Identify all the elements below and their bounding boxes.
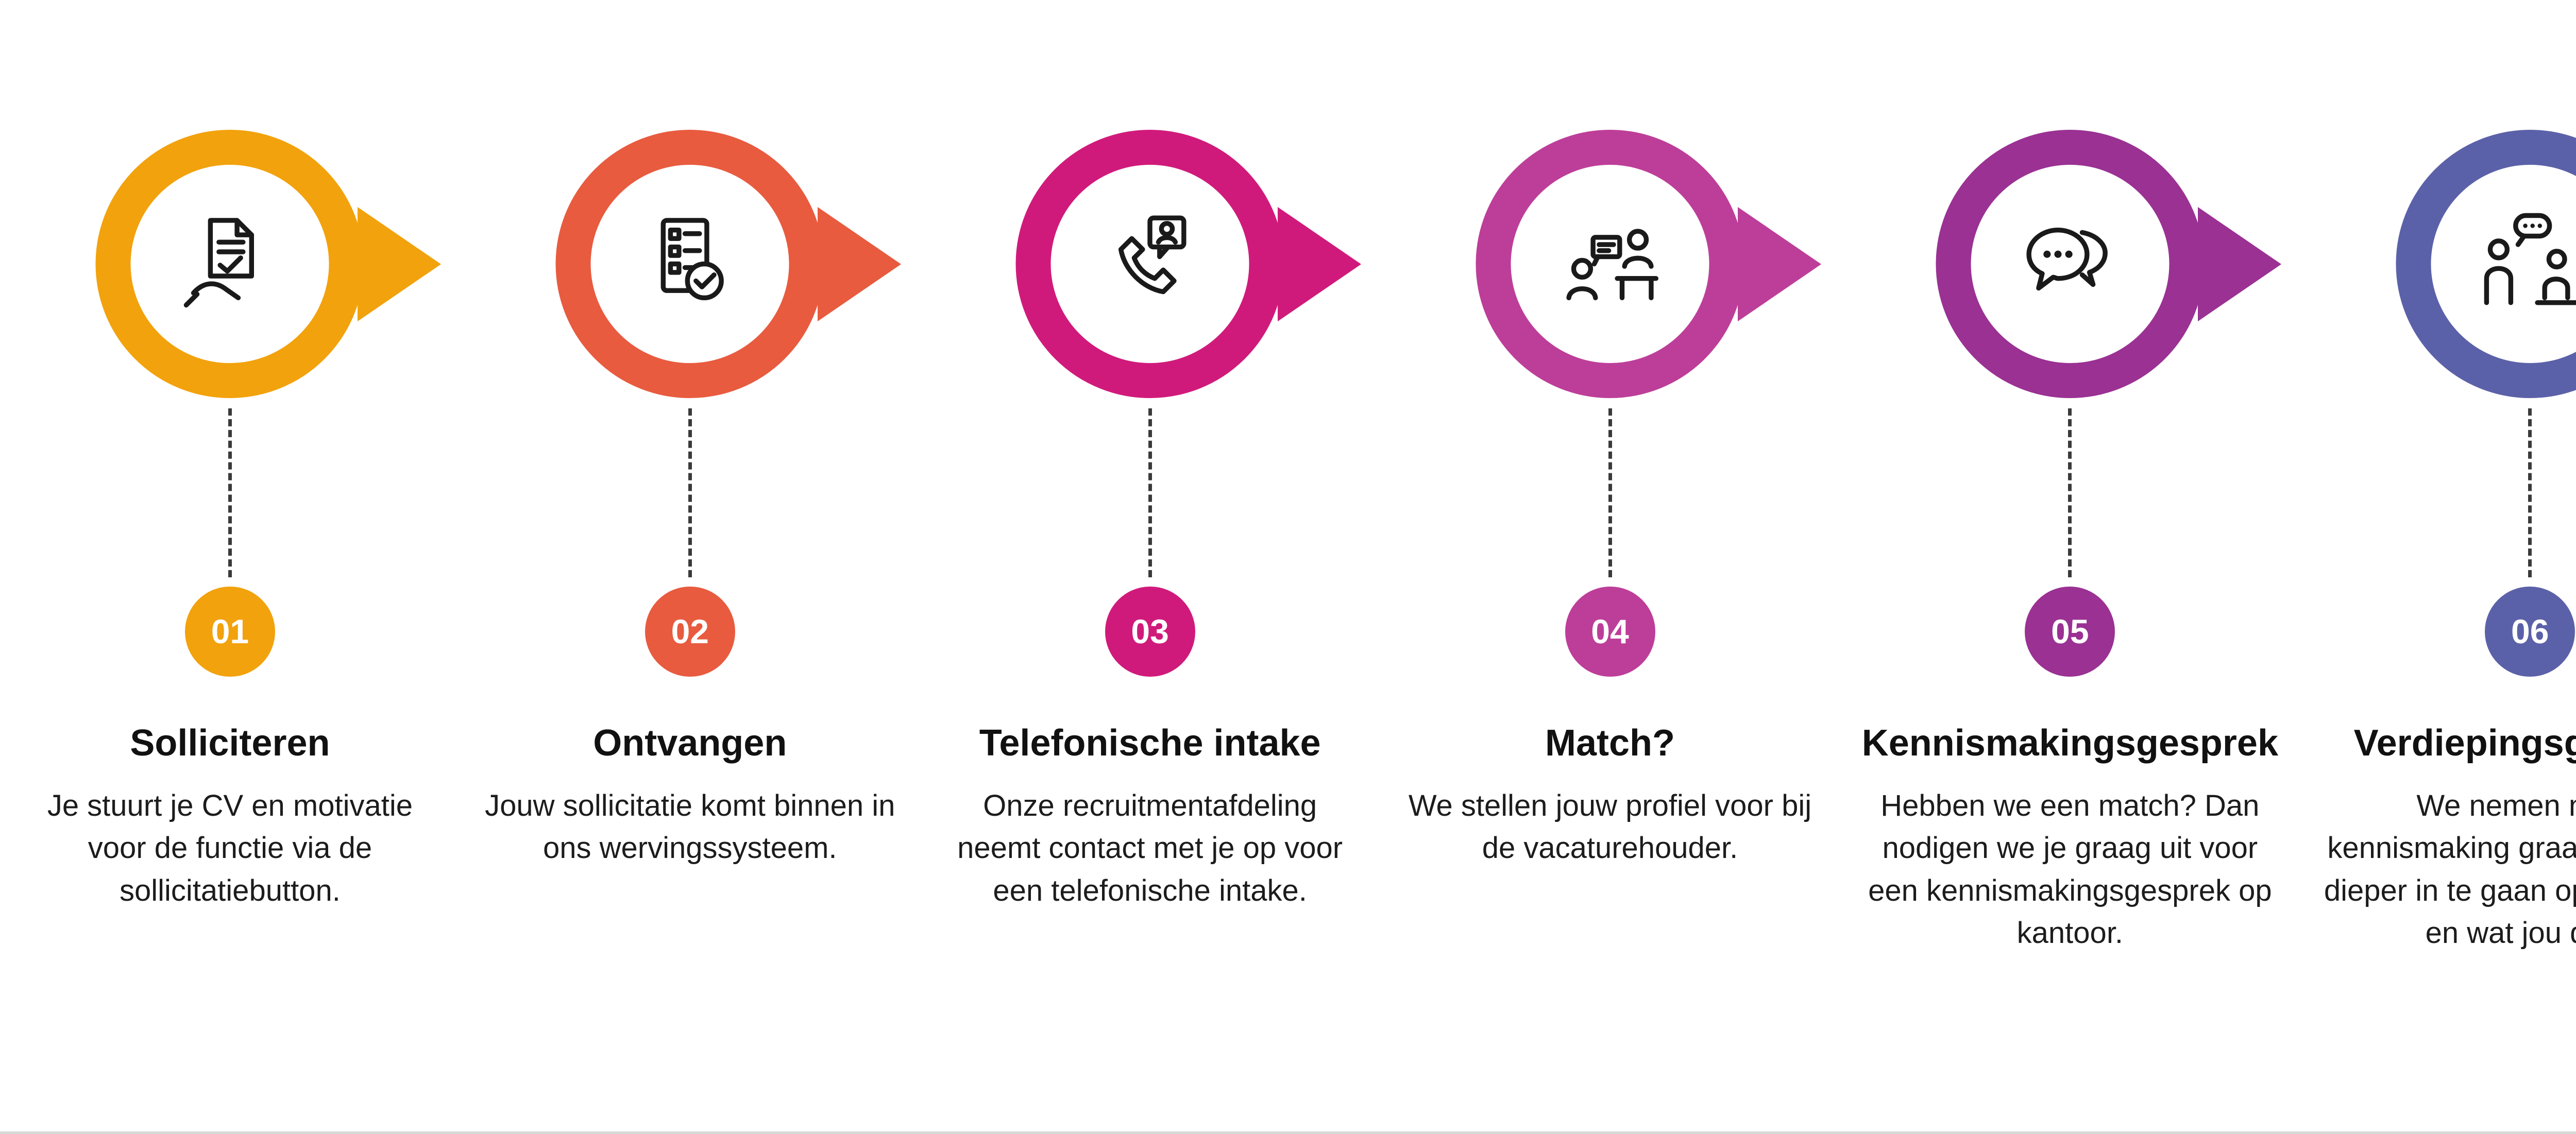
step-description: We nemen na de kennismaking graag de tij…	[2324, 789, 2576, 950]
interview-people-icon	[2484, 213, 2576, 305]
dashed-connector	[2068, 408, 2072, 577]
step-description: We stellen jouw profiel voor bij de vaca…	[1408, 789, 1812, 865]
step-6: 06 Verdiepingsgesprek We nemen na de ken…	[2300, 130, 2576, 954]
arrow-right-icon	[1278, 207, 1362, 321]
step-description: Onze recruitmentafdeling neemt contact m…	[957, 789, 1343, 907]
arrow-right-icon	[818, 207, 902, 321]
step-title: Kennismakingsgesprek	[1861, 723, 2279, 764]
step-5: 05 Kennismakingsgesprek Hebben we een ma…	[1840, 130, 2300, 954]
dashed-connector	[688, 408, 692, 577]
phone-intake-icon	[1118, 215, 1187, 295]
step-circle	[555, 130, 824, 398]
step-1-graphic	[0, 130, 460, 400]
step-6-graphic	[2300, 130, 2576, 400]
dashed-connector	[1608, 408, 1612, 577]
dashed-connector	[228, 408, 232, 577]
step-1: 01 Solliciteren Je stuurt je CV en motiv…	[0, 130, 460, 954]
step-4: 04 Match? We stellen jouw profiel voor b…	[1380, 130, 1840, 954]
step-number-badge: 02	[645, 587, 735, 677]
step-circle	[1936, 130, 2205, 398]
step-title: Ontvangen	[593, 723, 787, 764]
profile-match-icon	[1566, 229, 1658, 300]
step-title: Verdiepingsgesprek	[2353, 723, 2576, 764]
step-5-graphic	[1840, 130, 2300, 400]
step-number-badge: 06	[2485, 587, 2575, 677]
step-circle	[95, 130, 364, 398]
step-title: Telefonische intake	[979, 723, 1321, 764]
dashed-connector	[1148, 408, 1152, 577]
step-circle	[1476, 130, 1744, 398]
step-number-badge: 05	[2025, 587, 2115, 677]
dashed-connector	[2528, 408, 2532, 577]
recruitment-process-timeline: 01 Solliciteren Je stuurt je CV en motiv…	[0, 130, 2576, 954]
step-title: Match?	[1545, 723, 1675, 764]
step-3: 03 Telefonische intake Onze recruitmenta…	[920, 130, 1380, 954]
step-description: Jouw sollicitatie komt binnen in ons wer…	[485, 789, 895, 865]
cv-submit-icon	[184, 218, 255, 308]
step-2: 02 Ontvangen Jouw sollicitatie komt binn…	[460, 130, 920, 954]
step-2-graphic	[460, 130, 920, 400]
arrow-right-icon	[358, 207, 442, 321]
step-number-badge: 04	[1565, 587, 1655, 677]
arrow-right-icon	[2197, 207, 2281, 321]
step-number-badge: 01	[184, 587, 275, 677]
step-3-graphic	[920, 130, 1380, 400]
step-circle	[1015, 130, 1284, 398]
step-description: Hebben we een match? Dan nodigen we je g…	[1868, 789, 2272, 950]
step-description: Je stuurt je CV en motivatie voor de fun…	[47, 789, 413, 907]
arrow-right-icon	[1738, 207, 1821, 321]
checklist-received-icon	[660, 218, 724, 300]
step-title: Solliciteren	[130, 723, 330, 764]
step-circle	[2396, 130, 2576, 398]
step-4-graphic	[1380, 130, 1840, 400]
speech-bubbles-icon	[2026, 228, 2108, 291]
step-number-badge: 03	[1105, 587, 1195, 677]
